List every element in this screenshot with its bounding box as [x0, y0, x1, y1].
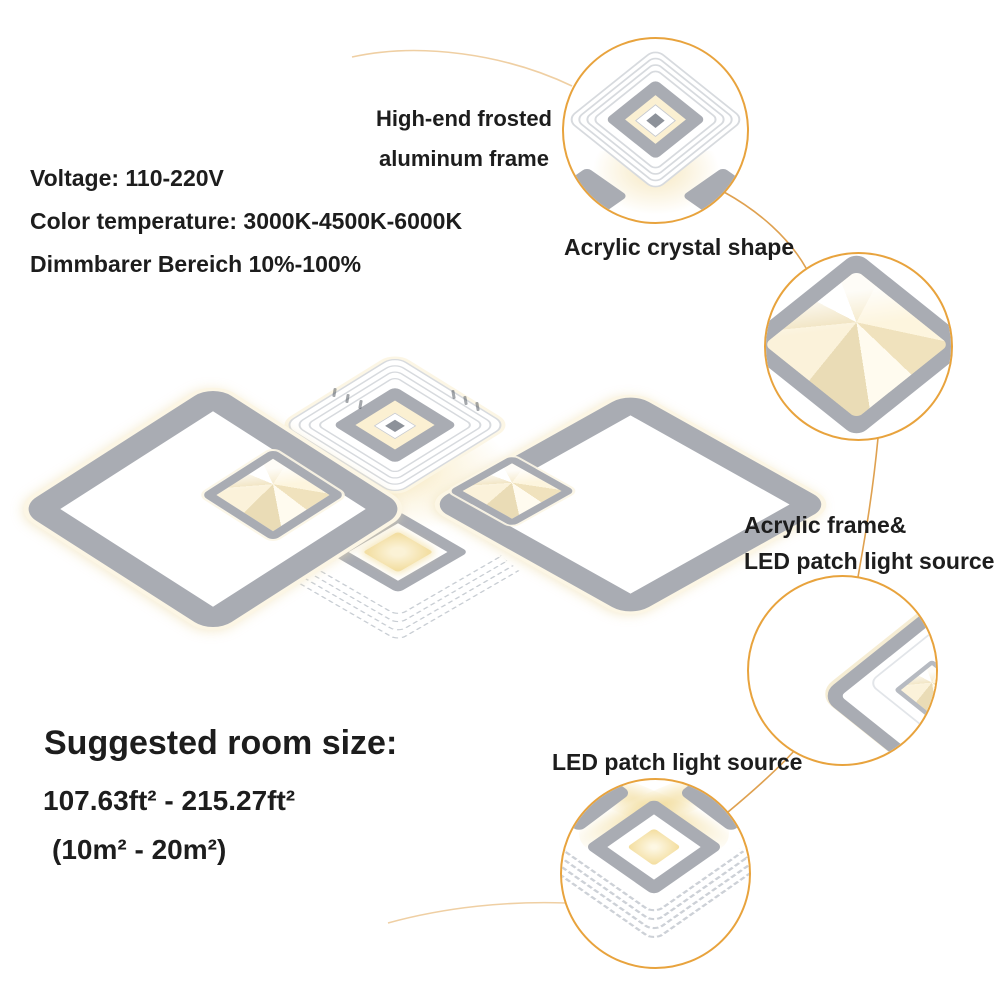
spec-voltage: Voltage: 110-220V	[30, 165, 224, 191]
label-acrylic-line2: LED patch light source	[744, 548, 995, 574]
label-frosted-aluminum-frame: High-end frosted aluminum frame	[372, 99, 556, 179]
screw-mark	[475, 401, 480, 412]
label-frosted-line2: aluminum frame	[379, 146, 549, 171]
screw-mark	[463, 395, 468, 406]
spec-color-temperature: Color temperature: 3000K-4500K-6000K	[30, 208, 463, 234]
room-size-metric: (10m² - 20m²)	[52, 834, 227, 865]
callout-circle-acrylic-frame	[747, 575, 938, 766]
label-acrylic-frame-led: Acrylic frame& LED patch light source	[744, 507, 994, 579]
callout-circle-led-source	[560, 778, 751, 969]
gray-panel	[766, 254, 951, 438]
label-led-patch-light-source: LED patch light source	[552, 749, 803, 775]
label-frosted-line1: High-end frosted	[376, 106, 552, 131]
panel-center-hole-inner	[646, 113, 665, 128]
label-acrylic-crystal-shape: Acrylic crystal shape	[564, 234, 795, 260]
crystal-texture-closeup	[766, 270, 950, 419]
room-size-heading: Suggested room size:	[44, 724, 398, 762]
callout-circle-frosted-aluminum	[562, 37, 749, 224]
callout-circle-crystal-shape	[764, 252, 953, 441]
panel-center-hole-inner	[385, 419, 405, 433]
spec-dimming-range: Dimmbarer Bereich 10%-100%	[30, 251, 362, 277]
room-size-imperial: 107.63ft² - 215.27ft²	[43, 785, 296, 816]
label-acrylic-line1: Acrylic frame&	[744, 512, 907, 538]
